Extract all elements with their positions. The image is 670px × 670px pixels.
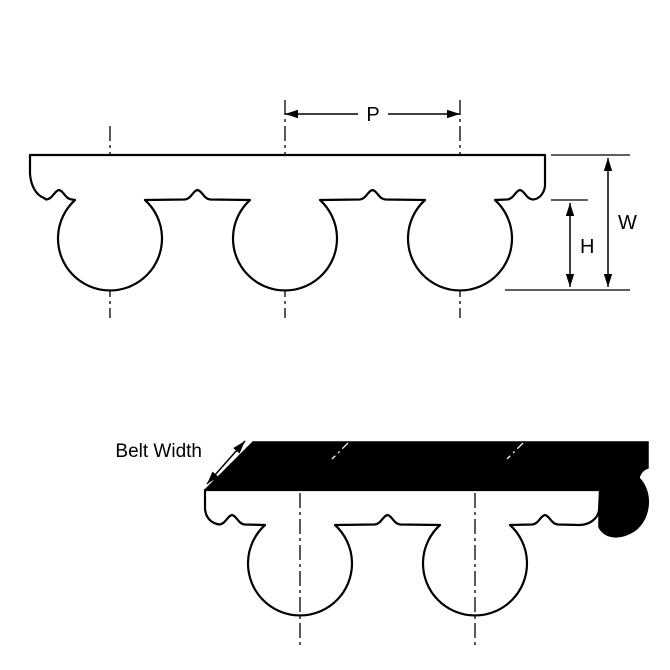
tooth-height-dimension: H <box>551 199 594 287</box>
belt-thickness-dimension: W <box>505 154 637 291</box>
belt-end-face <box>598 441 650 538</box>
top-face-centerline-mark-2 <box>506 442 524 460</box>
tooth-height-label: H <box>580 236 594 258</box>
pitch-label: P <box>366 104 379 126</box>
belt-profile-outline <box>28 153 547 292</box>
belt-width-arrow <box>206 440 246 485</box>
belt-width-callout: Belt Width <box>115 440 246 485</box>
belt-thickness-label: W <box>618 212 637 234</box>
belt-front-profile <box>203 488 602 617</box>
top-face-centerline-mark-1 <box>331 442 349 460</box>
belt-width-label: Belt Width <box>115 441 202 462</box>
pitch-dimension: P <box>285 104 460 126</box>
belt-top-face <box>204 441 649 491</box>
belt-cross-section: P W H <box>28 100 637 318</box>
belt-isometric-view: Belt Width <box>115 440 650 648</box>
